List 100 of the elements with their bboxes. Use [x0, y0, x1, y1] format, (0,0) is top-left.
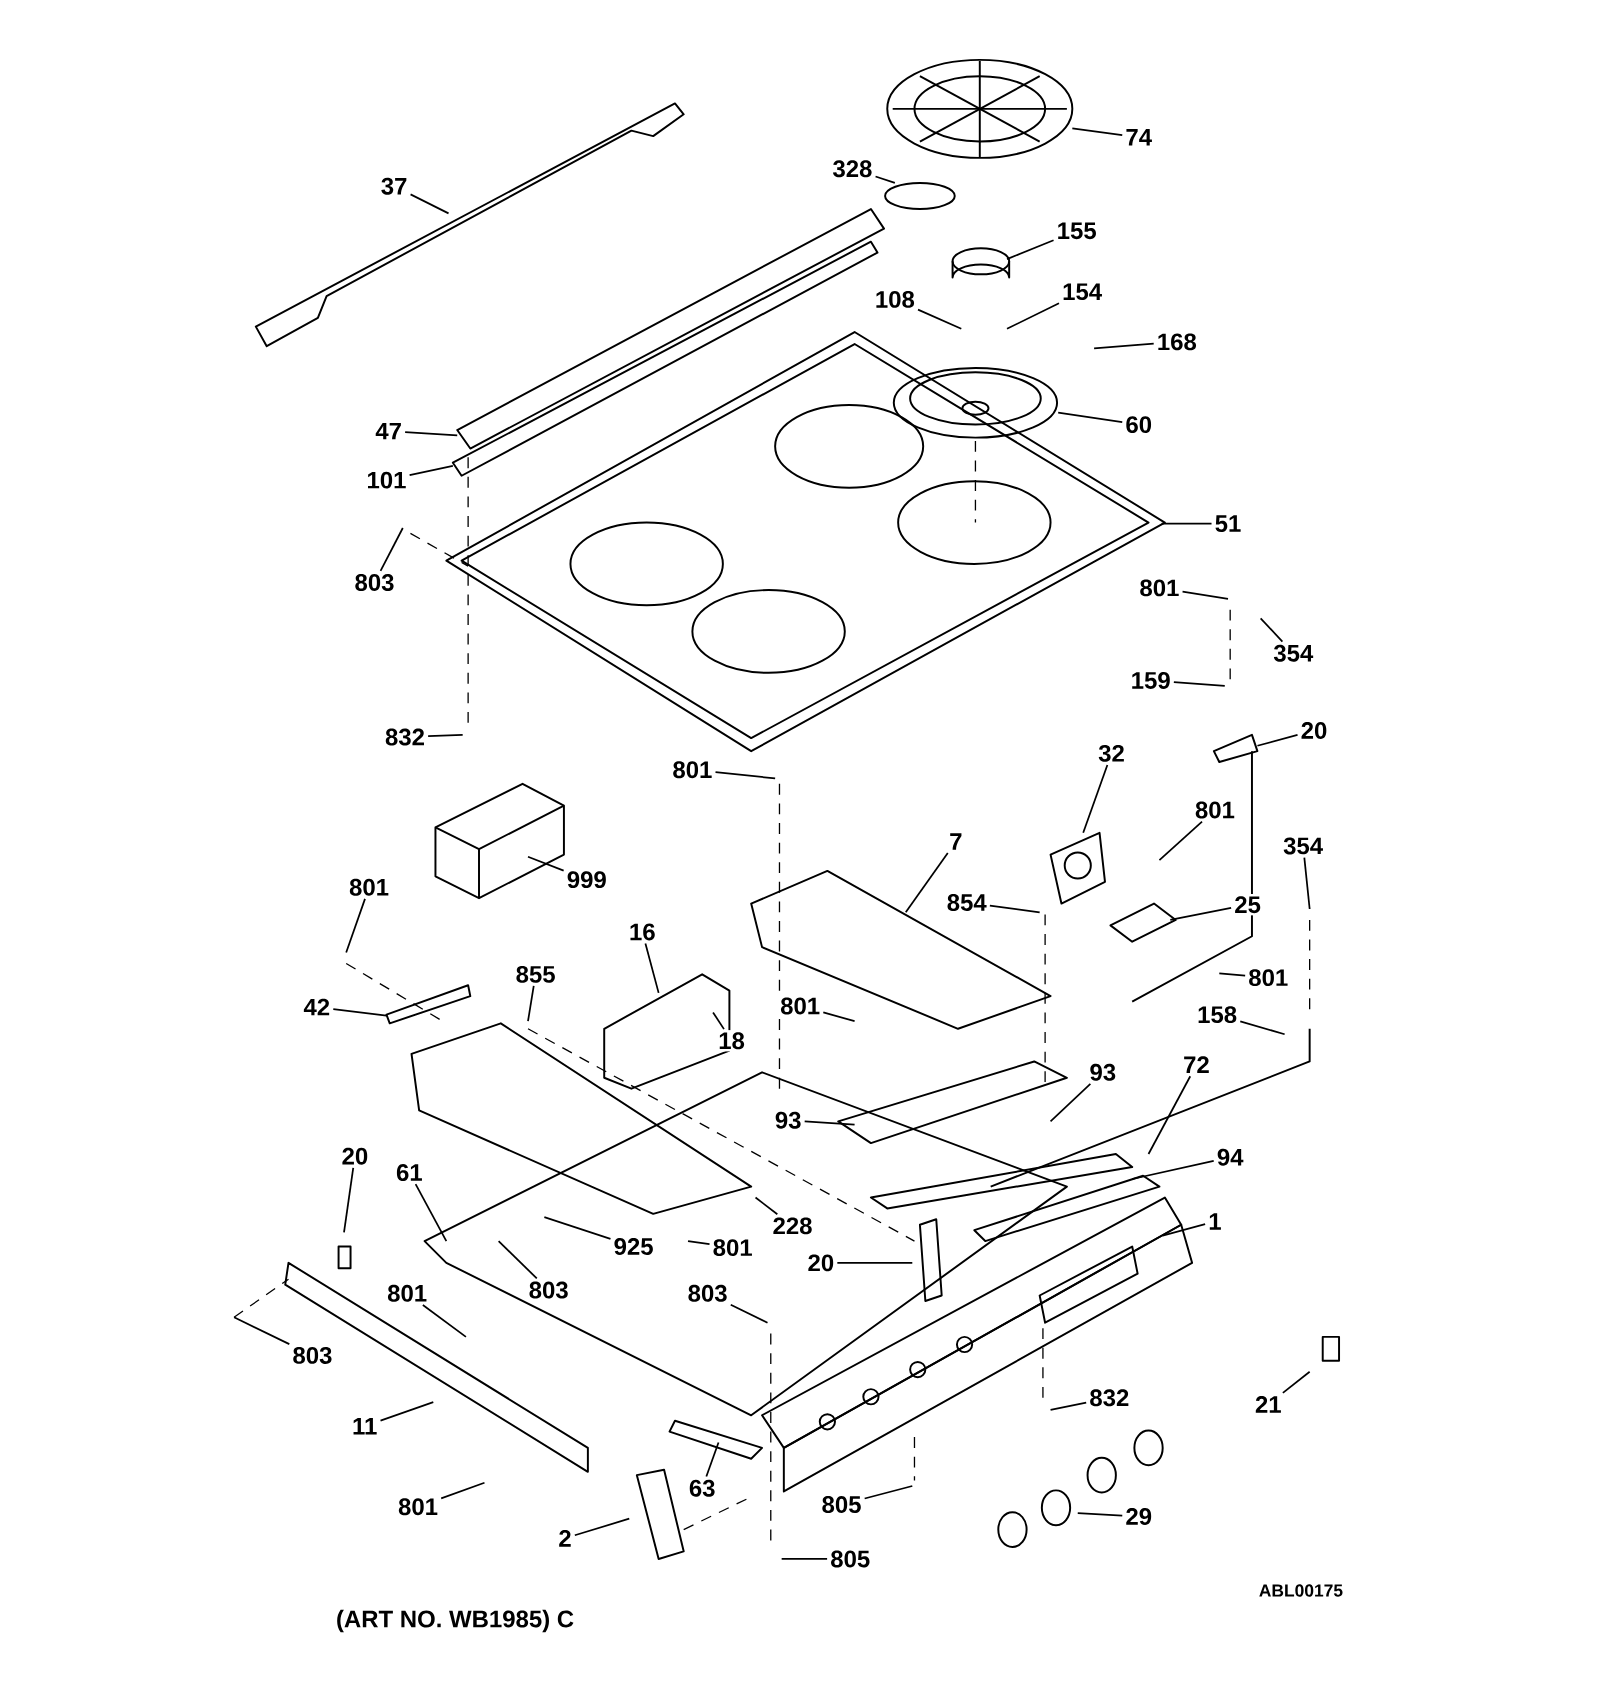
leader-line	[379, 527, 404, 572]
callout-number: 42	[301, 996, 333, 1018]
leader-line	[687, 1240, 711, 1246]
leader-line	[1169, 907, 1232, 921]
leader-line	[1147, 1075, 1191, 1155]
callout-number: 2	[556, 1527, 574, 1549]
leader-line	[644, 942, 660, 994]
leader-line	[1006, 239, 1055, 260]
callout-number: 1	[1205, 1211, 1224, 1232]
callout-number: 60	[1123, 413, 1155, 436]
leader-line	[543, 1216, 612, 1240]
leader-line	[409, 193, 450, 215]
leader-line	[1071, 127, 1123, 136]
leader-line	[1049, 1401, 1087, 1411]
callout-number: 7	[946, 831, 965, 852]
callout-number: 93	[772, 1109, 804, 1131]
callout-number: 801	[384, 1282, 430, 1304]
callout-number: 18	[715, 1030, 747, 1052]
leader-line	[836, 1262, 914, 1264]
callout-number: 925	[611, 1235, 656, 1258]
leader-line	[822, 1011, 856, 1023]
leader-line	[345, 898, 366, 954]
callout-number: 801	[670, 759, 715, 781]
callout-number: 20	[1298, 719, 1330, 742]
leader-line	[497, 1240, 538, 1280]
callout-number: 801	[1137, 577, 1182, 599]
callout-number: 93	[1087, 1061, 1119, 1083]
callout-number: 108	[872, 288, 917, 311]
leader-line	[427, 734, 464, 737]
callout-number: 29	[1123, 1505, 1155, 1528]
leader-line	[1259, 617, 1284, 643]
note-text: ABL00175	[1259, 1584, 1343, 1597]
callout-number: 51	[1212, 513, 1244, 535]
callout-number: 21	[1252, 1393, 1284, 1415]
leader-line	[1239, 1020, 1286, 1036]
leader-line	[332, 1008, 388, 1017]
leader-line	[1218, 972, 1246, 977]
callout-number: 155	[1054, 220, 1099, 242]
callout-number: 154	[1059, 281, 1105, 303]
leader-line	[1181, 590, 1229, 600]
callout-number: 854	[944, 891, 989, 914]
note-text: (ART NO. WB1985) C	[337, 1609, 574, 1633]
callout-number: 74	[1123, 126, 1155, 148]
leader-line	[1057, 411, 1123, 423]
leader-line	[729, 1303, 769, 1324]
leader-line	[988, 904, 1041, 914]
leader-line	[917, 308, 962, 330]
callout-number: 803	[526, 1279, 571, 1301]
leader-line	[712, 1011, 725, 1030]
callout-number: 803	[352, 571, 397, 594]
leader-line	[527, 855, 565, 872]
leader-line	[904, 852, 949, 914]
leader-line	[1281, 1370, 1311, 1394]
leader-line	[1303, 856, 1311, 910]
callout-number: 47	[373, 420, 404, 442]
callout-number: 832	[382, 726, 427, 748]
callout-number: 16	[626, 921, 658, 943]
leader-line	[573, 1517, 630, 1537]
callout-number: 328	[830, 158, 875, 180]
leader-line	[1161, 1223, 1206, 1237]
callout-number: 803	[290, 1344, 335, 1367]
callout-number: 801	[1246, 966, 1291, 989]
leader-line	[705, 1441, 720, 1478]
leader-line	[343, 1166, 354, 1234]
leader-line	[1172, 681, 1226, 687]
callout-number: 72	[1180, 1054, 1212, 1076]
callout-number: 32	[1095, 742, 1127, 764]
leader-line	[874, 175, 896, 184]
leader-line	[1158, 820, 1203, 861]
leader-line	[440, 1481, 486, 1500]
callout-number: 94	[1214, 1146, 1246, 1168]
leader-line	[408, 465, 454, 477]
leader-line	[404, 431, 458, 437]
callout-number: 354	[1271, 642, 1316, 664]
callout-number: 801	[710, 1236, 755, 1259]
leader-line	[527, 985, 535, 1023]
leader-line	[780, 1558, 828, 1560]
callout-number: 101	[364, 469, 409, 491]
callout-number: 37	[378, 175, 410, 197]
leader-line	[233, 1316, 291, 1345]
leader-line	[379, 1401, 434, 1422]
callout-number: 168	[1154, 331, 1199, 353]
callout-number: 805	[827, 1548, 873, 1570]
leader-line	[1131, 1160, 1215, 1180]
callout-number: 61	[393, 1161, 425, 1184]
leader-line	[1093, 342, 1155, 350]
leader-line	[1076, 1512, 1123, 1517]
leader-line	[421, 1304, 467, 1338]
leader-line	[1160, 522, 1213, 525]
callout-number: 855	[513, 963, 558, 985]
leader-line	[1256, 734, 1299, 747]
callout-number: 158	[1194, 1003, 1240, 1026]
callout-number: 20	[805, 1252, 837, 1274]
leader-line	[803, 1120, 856, 1126]
leader-line	[1006, 302, 1060, 330]
callout-number: 801	[346, 876, 392, 898]
callout-number: 801	[777, 995, 823, 1017]
callout-number: 20	[339, 1145, 371, 1167]
leader-line	[1049, 1083, 1092, 1123]
leader-line	[1082, 764, 1109, 834]
